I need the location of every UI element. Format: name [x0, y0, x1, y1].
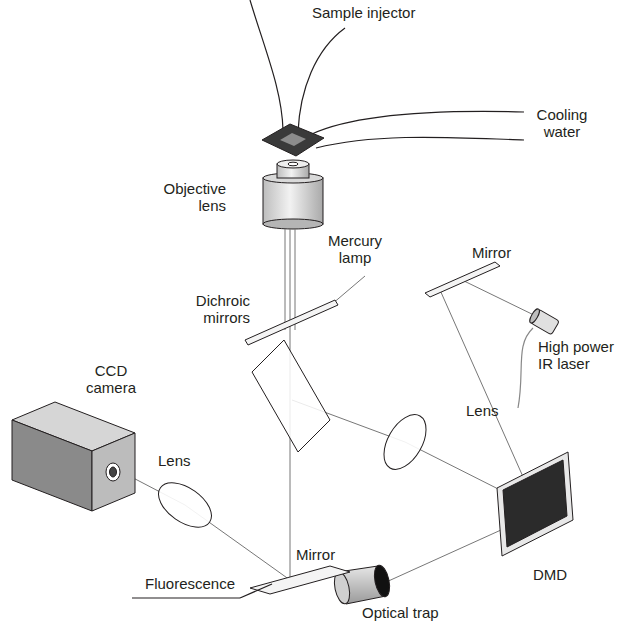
injector-tube	[298, 28, 345, 132]
part-label: Lens	[466, 402, 499, 419]
part-label: Dichroic mirrors	[178, 292, 250, 327]
dichroic-mirror	[252, 340, 330, 452]
mirror	[425, 262, 500, 297]
ccd-camera	[12, 402, 135, 511]
part-label: Objective lens	[150, 180, 226, 215]
part-label: DMD	[533, 566, 567, 583]
part-label: Optical trap	[362, 604, 439, 621]
lens	[151, 474, 220, 536]
laser-beam	[462, 280, 540, 318]
dmd	[497, 452, 573, 556]
part-label: Mirror	[472, 244, 511, 261]
mirror	[250, 566, 350, 594]
part-label: Cooling water	[530, 106, 594, 141]
dichroic-mirror	[245, 300, 338, 345]
part-label: Mercury lamp	[322, 232, 388, 267]
part-label: Mirror	[296, 546, 335, 563]
part-label: High power IR laser	[538, 338, 618, 373]
part-label: Fluorescence	[145, 575, 235, 592]
lens	[375, 408, 434, 477]
sample-window	[280, 133, 306, 146]
sample-chip	[262, 124, 324, 156]
cooling-tube	[312, 111, 524, 134]
objective-lens	[263, 160, 323, 229]
part-label: Sample injector	[312, 4, 415, 21]
trap-beam	[384, 525, 512, 583]
laser-beam	[440, 290, 528, 488]
fluorescence-beam	[118, 470, 290, 580]
ir-laser	[528, 308, 559, 335]
part-label: CCD camera	[78, 362, 144, 397]
injector-tube	[250, 0, 283, 130]
laser-cable	[518, 328, 533, 408]
cooling-tube	[316, 137, 524, 148]
part-label: Lens	[158, 452, 191, 469]
